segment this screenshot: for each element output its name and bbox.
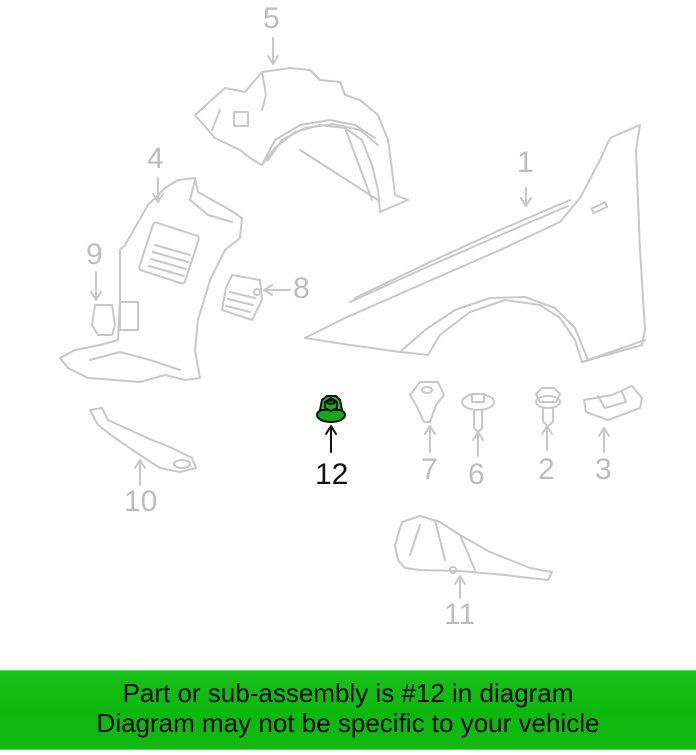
part-5-rear-liner-drawing xyxy=(194,67,409,213)
leader-9 xyxy=(90,271,102,301)
part-7-expansion-nut-drawing xyxy=(409,381,445,423)
callout-9[interactable]: 9 xyxy=(86,238,103,271)
part-2-bolt-drawing xyxy=(535,387,561,427)
part-10-strip-drawing xyxy=(89,407,197,473)
callout-8[interactable]: 8 xyxy=(293,272,310,305)
callout-7[interactable]: 7 xyxy=(421,453,438,486)
leader-4 xyxy=(152,177,164,203)
leader-8 xyxy=(263,284,291,296)
callout-4[interactable]: 4 xyxy=(147,142,164,175)
leader-6 xyxy=(472,431,484,457)
leader-12 xyxy=(325,425,337,453)
part-1-fender-drawing xyxy=(304,124,646,363)
callout-10[interactable]: 10 xyxy=(124,485,158,518)
banner-disclaimer: Diagram may not be specific to your vehi… xyxy=(96,708,600,738)
notice-banner: Part or sub-assembly is #12 in diagram D… xyxy=(0,670,696,750)
part-8-grille-drawing xyxy=(221,274,263,321)
callout-6[interactable]: 6 xyxy=(468,458,485,491)
parts-diagram: 5 4 9 8 1 12 7 6 2 3 10 11 xyxy=(59,2,646,631)
leader-3 xyxy=(598,427,610,453)
part-12-flange-nut-drawing xyxy=(316,395,346,423)
leader-5 xyxy=(267,37,279,65)
callout-11[interactable]: 11 xyxy=(444,598,476,631)
callout-3[interactable]: 3 xyxy=(595,453,612,486)
banner-part-notice: Part or sub-assembly is #12 in diagram xyxy=(122,678,574,708)
leader-7 xyxy=(424,425,436,453)
leader-2 xyxy=(541,425,553,451)
part-3-clip-nut-drawing xyxy=(583,385,643,421)
callout-5[interactable]: 5 xyxy=(263,2,280,35)
leader-10 xyxy=(134,459,146,486)
part-9-bracket-drawing xyxy=(91,304,116,336)
part-4-front-liner-drawing xyxy=(59,177,243,383)
leader-11 xyxy=(454,575,466,599)
callout-12[interactable]: 12 xyxy=(315,458,349,491)
callout-2[interactable]: 2 xyxy=(538,453,555,486)
callout-1[interactable]: 1 xyxy=(517,146,534,179)
leader-1 xyxy=(520,187,532,207)
part-6-screw-drawing xyxy=(461,393,495,433)
part-11-splash-shield-drawing xyxy=(394,515,553,581)
